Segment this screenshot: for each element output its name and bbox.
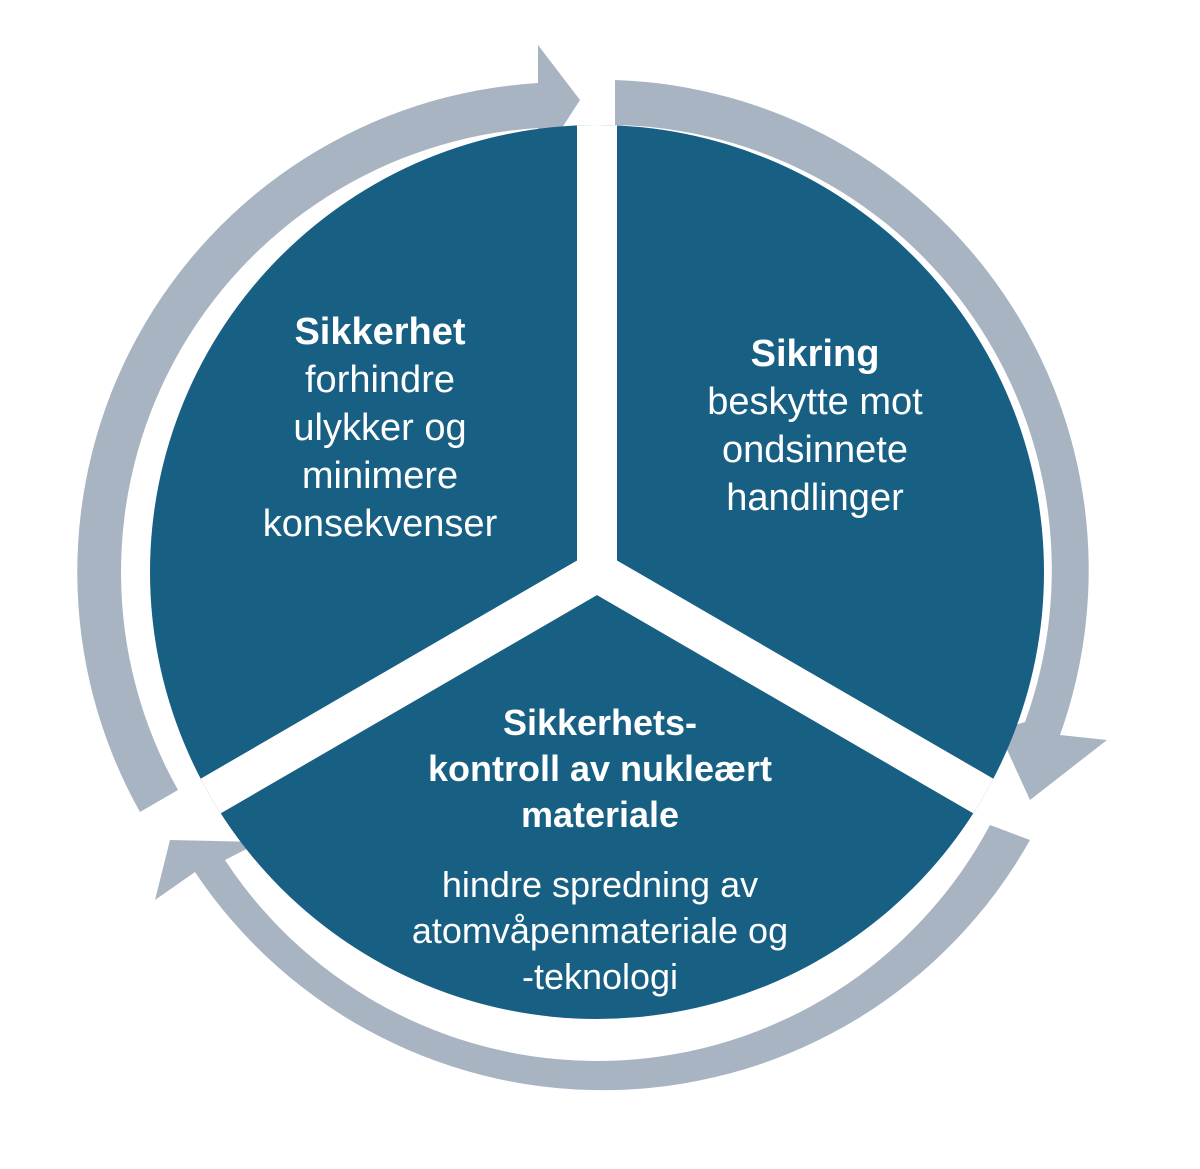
- segment-description-line: atomvåpenmateriale og: [411, 910, 789, 951]
- segment-description-line: beskytte mot: [707, 381, 923, 423]
- segment-description-line: handlinger: [726, 477, 904, 519]
- segment-title-line: Sikkerhets-: [502, 702, 698, 743]
- segment-description-line: minimere: [301, 455, 459, 497]
- segment-description: hindre spredning av atomvåpenmateriale o…: [330, 862, 870, 1000]
- segment-description-line: -teknologi: [521, 956, 679, 997]
- arrow-ring: [77, 45, 1107, 1091]
- segment-title: Sikkerhet: [294, 311, 466, 353]
- segment-description-line: ondsinnete: [722, 429, 908, 471]
- segment-description-line: forhindre: [305, 359, 455, 401]
- segment-title-line: materiale: [520, 794, 680, 835]
- segment-security: Sikring beskytte mot ondsinnete handling…: [660, 330, 970, 522]
- segment-separators: [150, 125, 1044, 942]
- segment-safety: Sikkerhet forhindre ulykker og minimere …: [230, 308, 530, 548]
- segment-description-line: konsekvenser: [262, 503, 498, 545]
- segment-title: Sikring: [750, 333, 880, 375]
- segment-title-line: kontroll av nukleært: [427, 748, 773, 789]
- segment-safeguards: Sikkerhets- kontroll av nukleært materia…: [330, 700, 870, 1000]
- curved-arrow-icon: [155, 825, 1030, 1091]
- curved-arrow-icon: [615, 80, 1107, 800]
- curved-arrow-icon: [77, 45, 581, 812]
- segment-description-line: ulykker og: [293, 407, 467, 449]
- segment-description-line: hindre spredning av: [441, 864, 759, 905]
